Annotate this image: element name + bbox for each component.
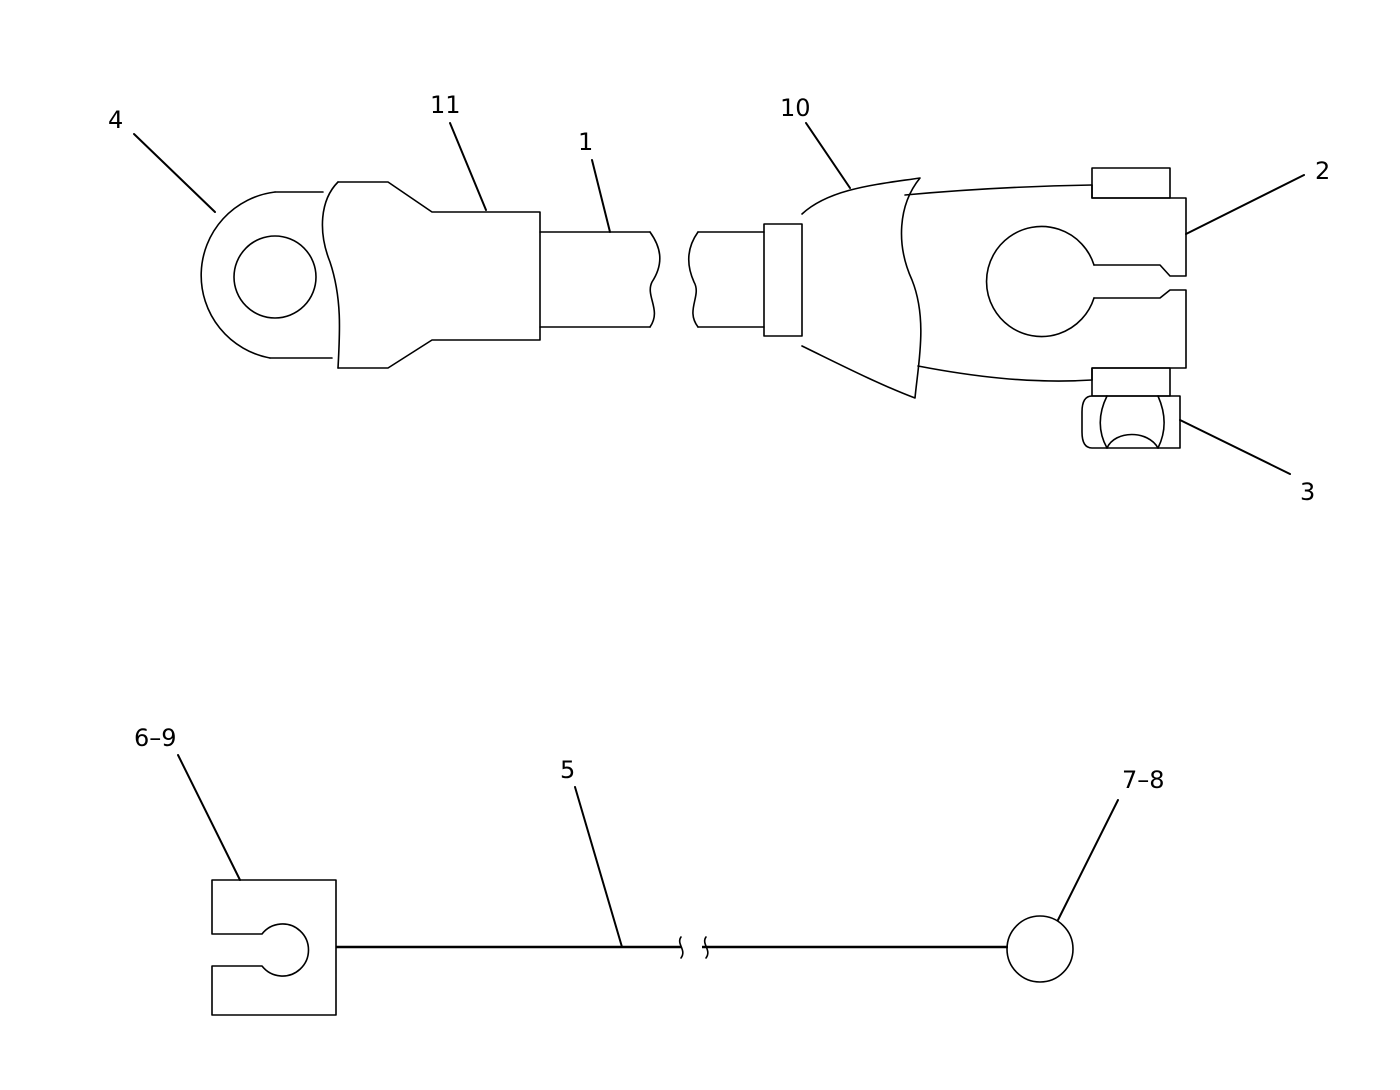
callout-2: 2 <box>1315 157 1330 185</box>
round-terminal <box>1006 915 1074 983</box>
clamp-boot <box>801 177 922 399</box>
callout-5: 5 <box>560 756 575 784</box>
leader-line-6-9 <box>177 754 241 881</box>
callout-11: 11 <box>430 91 461 119</box>
clamp-bolt-shank <box>1091 367 1171 397</box>
clamp-bolt-head <box>1091 167 1171 199</box>
callout-4: 4 <box>108 106 123 134</box>
leader-line-5 <box>574 786 623 948</box>
callout-labels: 4 11 1 10 2 3 6–9 5 7–8 <box>108 91 1330 794</box>
clamp-nut <box>1081 395 1181 449</box>
battery-clamp <box>904 167 1187 397</box>
callout-7-8: 7–8 <box>1122 766 1165 794</box>
callout-1: 1 <box>578 128 593 156</box>
ground-strap-wire <box>336 936 1008 959</box>
cable-ferrule <box>763 223 803 337</box>
leader-line-4 <box>133 133 216 213</box>
ring-terminal <box>200 191 333 359</box>
battery-cable <box>539 231 765 328</box>
leader-line-3 <box>1179 419 1291 475</box>
leader-line-7-8 <box>1057 799 1119 921</box>
leader-line-2 <box>1185 174 1305 235</box>
callout-3: 3 <box>1300 478 1315 506</box>
upper-leader-lines <box>133 122 1305 475</box>
lower-leader-lines <box>177 754 1119 948</box>
leader-line-10 <box>805 122 851 189</box>
terminal-sleeve <box>321 181 541 369</box>
callout-10: 10 <box>780 94 811 122</box>
leader-line-1 <box>591 159 611 233</box>
callout-6-9: 6–9 <box>134 724 177 752</box>
leader-line-11 <box>449 122 487 211</box>
slotted-terminal <box>211 879 337 1016</box>
